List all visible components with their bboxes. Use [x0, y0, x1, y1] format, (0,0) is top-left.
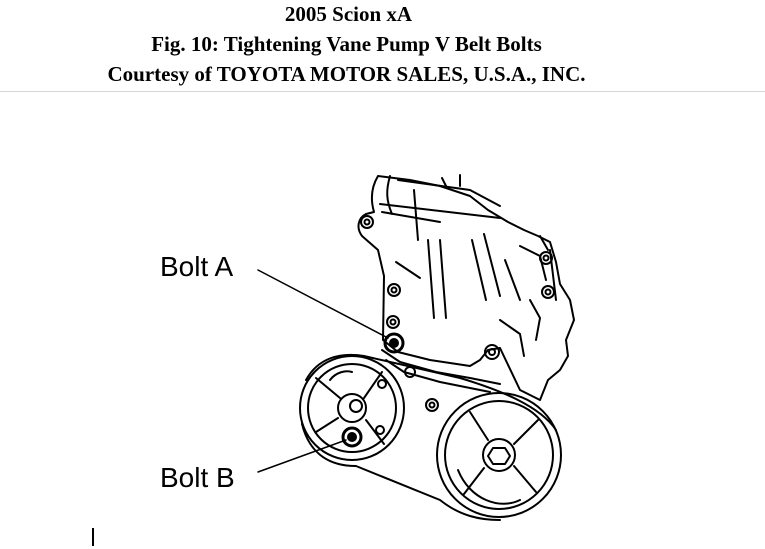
courtesy-line: Courtesy of TOYOTA MOTOR SALES, U.S.A., … — [107, 62, 586, 86]
bolt-b-head — [341, 426, 363, 448]
figure-header: 2005 Scion xA Fig. 10: Tightening Vane P… — [0, 0, 765, 92]
bolt-a-label: Bolt A — [160, 251, 234, 282]
crankshaft-pulley — [436, 392, 562, 518]
housing-bolts — [360, 215, 555, 412]
header-divider — [0, 91, 765, 92]
bolt-a-leader-line — [257, 269, 389, 339]
figure-caption: Fig. 10: Tightening Vane Pump V Belt Bol… — [151, 32, 542, 56]
bolt-a-head — [383, 332, 405, 354]
vehicle-title: 2005 Scion xA — [284, 2, 413, 26]
engine-housing — [357, 174, 575, 401]
bolt-b-label: Bolt B — [160, 462, 235, 493]
vane-pump-pulley — [299, 355, 405, 461]
text-cursor-icon — [92, 528, 94, 546]
bolt-b-leader-line — [257, 439, 347, 473]
v-belt — [301, 353, 557, 521]
